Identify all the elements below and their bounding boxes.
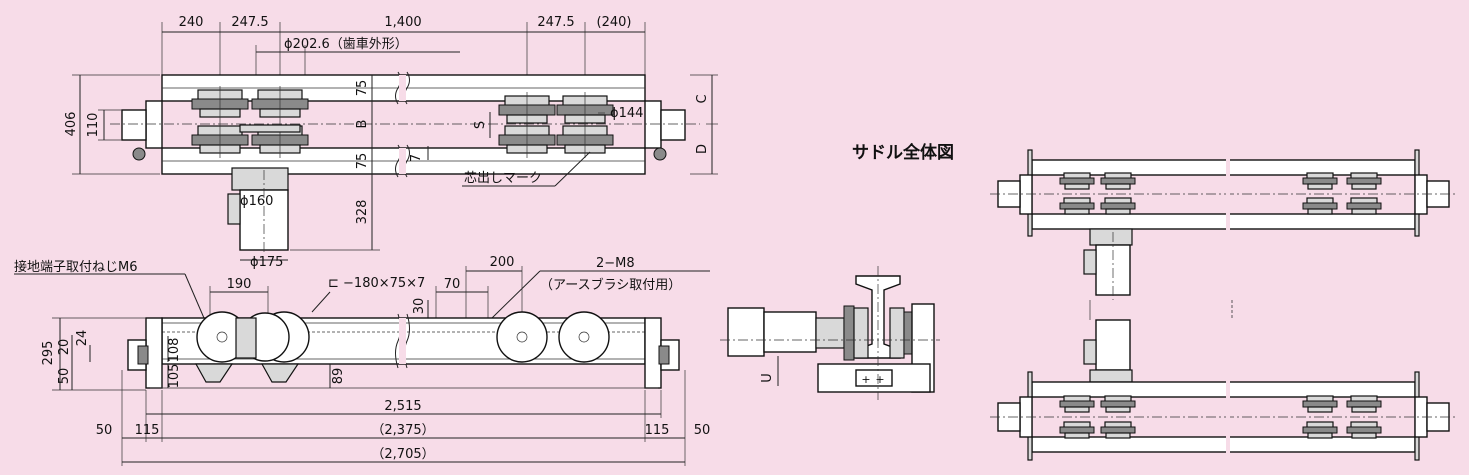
dim-S: S [473,121,488,129]
dim-247-5-right: 247.5 [537,15,574,30]
dim-24: 24 [75,330,90,347]
motor-diameter-175: ϕ175 [250,255,283,270]
dim-D: D [695,144,710,154]
dim-115-left: 115 [135,423,160,438]
dim-328: 328 [355,200,370,225]
front-view: 接地端子取付ねじM6 ⊏ −180×75×7 2−M8 （アースブラシ取付用） … [14,255,710,466]
dim-110: 110 [86,113,101,138]
dim-108: 108 [167,338,182,363]
dim-75-bottom: 75 [355,153,370,170]
dim-295: 295 [41,341,56,366]
dim-20: 20 [57,339,72,356]
side-view: + + U [720,266,940,400]
dim-2705: （2,705） [371,447,434,462]
dim-75-top: 75 [355,80,370,97]
wheel-diameter: ϕ144 [610,106,643,121]
dim-115-right: 115 [645,423,670,438]
ground-terminal-screw-label: 接地端子取付ねじM6 [14,259,138,275]
dim-U: U [760,373,775,383]
dim-50-left: 50 [96,423,113,438]
dim-70: 70 [444,277,461,292]
dim-247-5-left: 247.5 [231,15,268,30]
brush-mount-label: （アースブラシ取付用） [540,277,681,293]
dim-50-right: 50 [694,423,711,438]
gear-outer-diameter: ϕ202.6（歯車外形） [284,37,408,52]
dim-7: 7 [409,154,424,162]
assembly-title: サドル全体図 [852,142,954,163]
dim-190: 190 [227,277,252,292]
dim-89: 89 [331,368,346,385]
dim-2375: （2,375） [371,423,434,438]
dim-240-ref: (240) [597,15,632,30]
centering-mark-label: 芯出しマーク [464,171,542,186]
dim-30: 30 [412,298,427,315]
dim-50-vert: 50 [57,368,72,385]
channel-label: ⊏ −180×75×7 [328,276,425,291]
dim-C: C [695,94,710,103]
svg-text:+: + [861,373,870,386]
dim-406: 406 [64,112,79,137]
dim-1400: 1,400 [384,15,421,30]
dim-2515: 2,515 [384,399,421,414]
dim-200: 200 [490,255,515,270]
dim-B: B [355,120,370,129]
assembly-view: サドル全体図 [852,142,1455,461]
svg-text:+: + [875,373,884,386]
dim-105: 105 [167,364,182,389]
motor-diameter-160: ϕ160 [240,194,273,209]
brush-screw-label: 2−M8 [596,256,635,271]
dim-240: 240 [179,15,204,30]
top-view: 240 247.5 1,400 247.5 (240) ϕ202.6（歯車外形） [64,15,718,270]
